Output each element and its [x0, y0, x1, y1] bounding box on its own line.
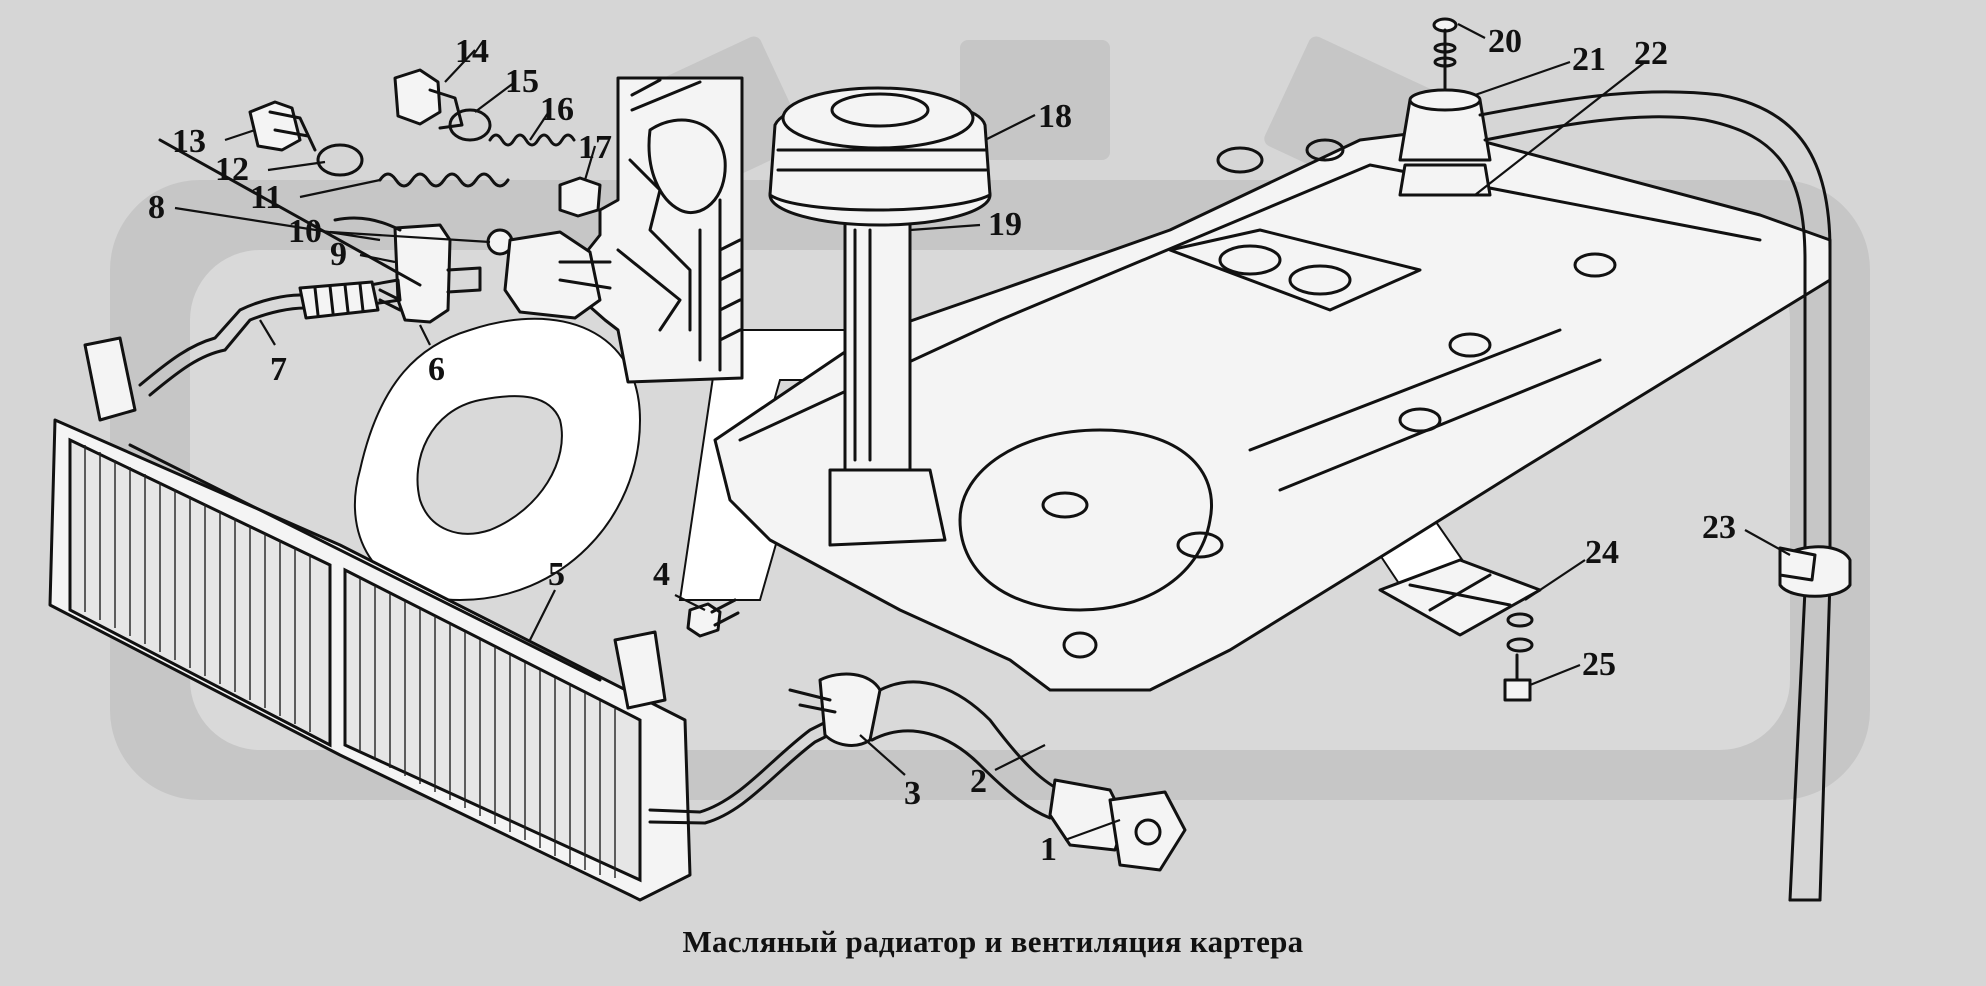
callout-3: 3: [904, 775, 921, 812]
callout-25: 25: [1582, 646, 1616, 683]
callout-numbers: 1 2 3 4 5 6 7 8 9 10 11 12 13 14 15 16 1…: [148, 23, 1736, 868]
callout-16: 16: [540, 91, 574, 128]
oil-radiator: [48, 336, 692, 902]
breather-assembly: [1398, 17, 1852, 902]
pressure-valve-parts: [158, 68, 612, 324]
callout-1: 1: [1040, 831, 1057, 868]
callout-6: 6: [428, 351, 445, 388]
figure-caption: Масляный радиатор и вентиляция картера: [682, 924, 1304, 959]
callout-12: 12: [215, 151, 249, 188]
callout-4: 4: [653, 556, 670, 593]
callout-9: 9: [330, 236, 347, 273]
callout-13: 13: [172, 123, 206, 160]
callout-17: 17: [578, 129, 612, 166]
callout-10: 10: [288, 213, 322, 250]
oil-hose-upper: [138, 280, 402, 397]
callout-11: 11: [250, 179, 282, 216]
leader-lines: [174, 23, 1791, 842]
callout-15: 15: [505, 63, 539, 100]
valve-housing-section: [586, 76, 744, 384]
callout-24: 24: [1585, 534, 1619, 571]
callout-7: 7: [270, 351, 287, 388]
oil-return-line: [648, 598, 1187, 872]
callout-5: 5: [548, 556, 565, 593]
callout-18: 18: [1038, 98, 1072, 135]
callout-2: 2: [970, 763, 987, 800]
callout-23: 23: [1702, 509, 1736, 546]
callout-20: 20: [1488, 23, 1522, 60]
callout-19: 19: [988, 206, 1022, 243]
oil-filler-cap: [768, 86, 992, 547]
callout-21: 21: [1572, 41, 1606, 78]
callout-8: 8: [148, 189, 165, 226]
callout-22: 22: [1634, 35, 1668, 72]
callout-14: 14: [455, 33, 489, 70]
